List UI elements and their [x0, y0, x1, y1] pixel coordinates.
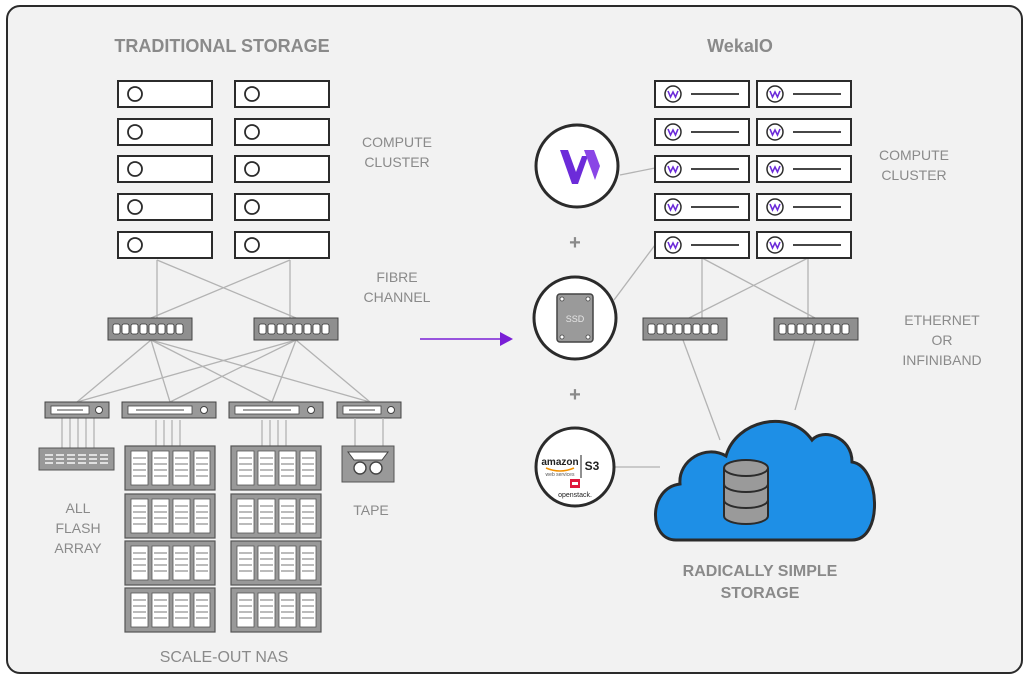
transition-arrow	[420, 332, 513, 346]
nas-controller	[228, 401, 324, 419]
flash-label-line1: ALL	[66, 500, 91, 516]
nas-shelf	[230, 445, 322, 491]
nas-shelf	[124, 445, 216, 491]
fibre-switch	[107, 317, 193, 341]
server	[234, 231, 330, 259]
server	[654, 80, 750, 108]
nas-label: SCALE-OUT NAS	[160, 649, 289, 666]
ethernet-switch	[642, 317, 728, 341]
storage-label-line2: STORAGE	[721, 585, 800, 602]
plus-sign: +	[569, 232, 581, 254]
server	[756, 118, 852, 146]
server	[654, 118, 750, 146]
nas-shelf	[230, 587, 322, 633]
amazon-smile-icon	[545, 467, 575, 472]
nas-shelf	[230, 540, 322, 586]
openstack-logo-text: openstack.	[558, 492, 592, 499]
server	[654, 231, 750, 259]
left-compute-label-line1: COMPUTE	[362, 134, 432, 150]
server	[654, 155, 750, 183]
ethernet-switch	[773, 317, 859, 341]
tape-device	[341, 418, 395, 483]
nas-shelf	[230, 493, 322, 539]
server	[117, 80, 213, 108]
server	[234, 80, 330, 108]
scale-out-nas	[124, 445, 322, 633]
ssd-icon: SSD	[532, 275, 618, 361]
tape-label: TAPE	[353, 502, 389, 518]
server	[117, 118, 213, 146]
amazon-logo-text: amazon	[541, 457, 578, 468]
storage-controllers	[44, 401, 402, 419]
right-compute-cluster	[654, 80, 852, 259]
left-compute-cluster	[117, 80, 330, 259]
tape-controller	[336, 401, 402, 419]
server	[117, 193, 213, 221]
server	[234, 155, 330, 183]
left-title: TRADITIONAL STORAGE	[114, 36, 329, 56]
server	[756, 193, 852, 221]
server	[756, 231, 852, 259]
nas-controller	[121, 401, 217, 419]
nas-shelf	[124, 587, 216, 633]
database-icon	[723, 459, 769, 525]
ssd-text: SSD	[566, 314, 585, 324]
cloud-storage	[654, 419, 876, 542]
ethernet-label-line1: ETHERNET	[904, 312, 980, 328]
nas-shelf	[124, 493, 216, 539]
fibre-switch	[253, 317, 339, 341]
plus-sign: +	[569, 384, 581, 406]
flash-label-line3: ARRAY	[54, 540, 102, 556]
s3-logo-text: S3	[585, 459, 600, 473]
server	[756, 80, 852, 108]
server	[234, 118, 330, 146]
flash-array-device	[38, 447, 115, 471]
right-connection-lines	[607, 167, 816, 468]
nas-shelf	[124, 540, 216, 586]
left-compute-label-line2: CLUSTER	[364, 154, 429, 170]
left-connection-lines	[61, 259, 371, 448]
ethernet-label-line2: OR	[932, 332, 953, 348]
flash-label-line2: FLASH	[55, 520, 100, 536]
weka-logo	[534, 123, 620, 209]
fibre-label-line1: FIBRE	[376, 269, 417, 285]
server	[234, 193, 330, 221]
storage-label-line1: RADICALLY SIMPLE	[683, 563, 838, 580]
ethernet-label-line3: INFINIBAND	[902, 352, 981, 368]
right-compute-label-line2: CLUSTER	[881, 167, 946, 183]
flash-controller	[44, 401, 110, 419]
cloud-providers-icon: amazon web services S3 openstack.	[534, 426, 616, 508]
server	[654, 193, 750, 221]
fibre-label-line2: CHANNEL	[364, 289, 431, 305]
server	[117, 155, 213, 183]
server	[756, 155, 852, 183]
server	[117, 231, 213, 259]
amazon-sub-text: web services	[546, 472, 575, 478]
right-title: WekaIO	[707, 36, 773, 56]
right-compute-label-line1: COMPUTE	[879, 147, 949, 163]
